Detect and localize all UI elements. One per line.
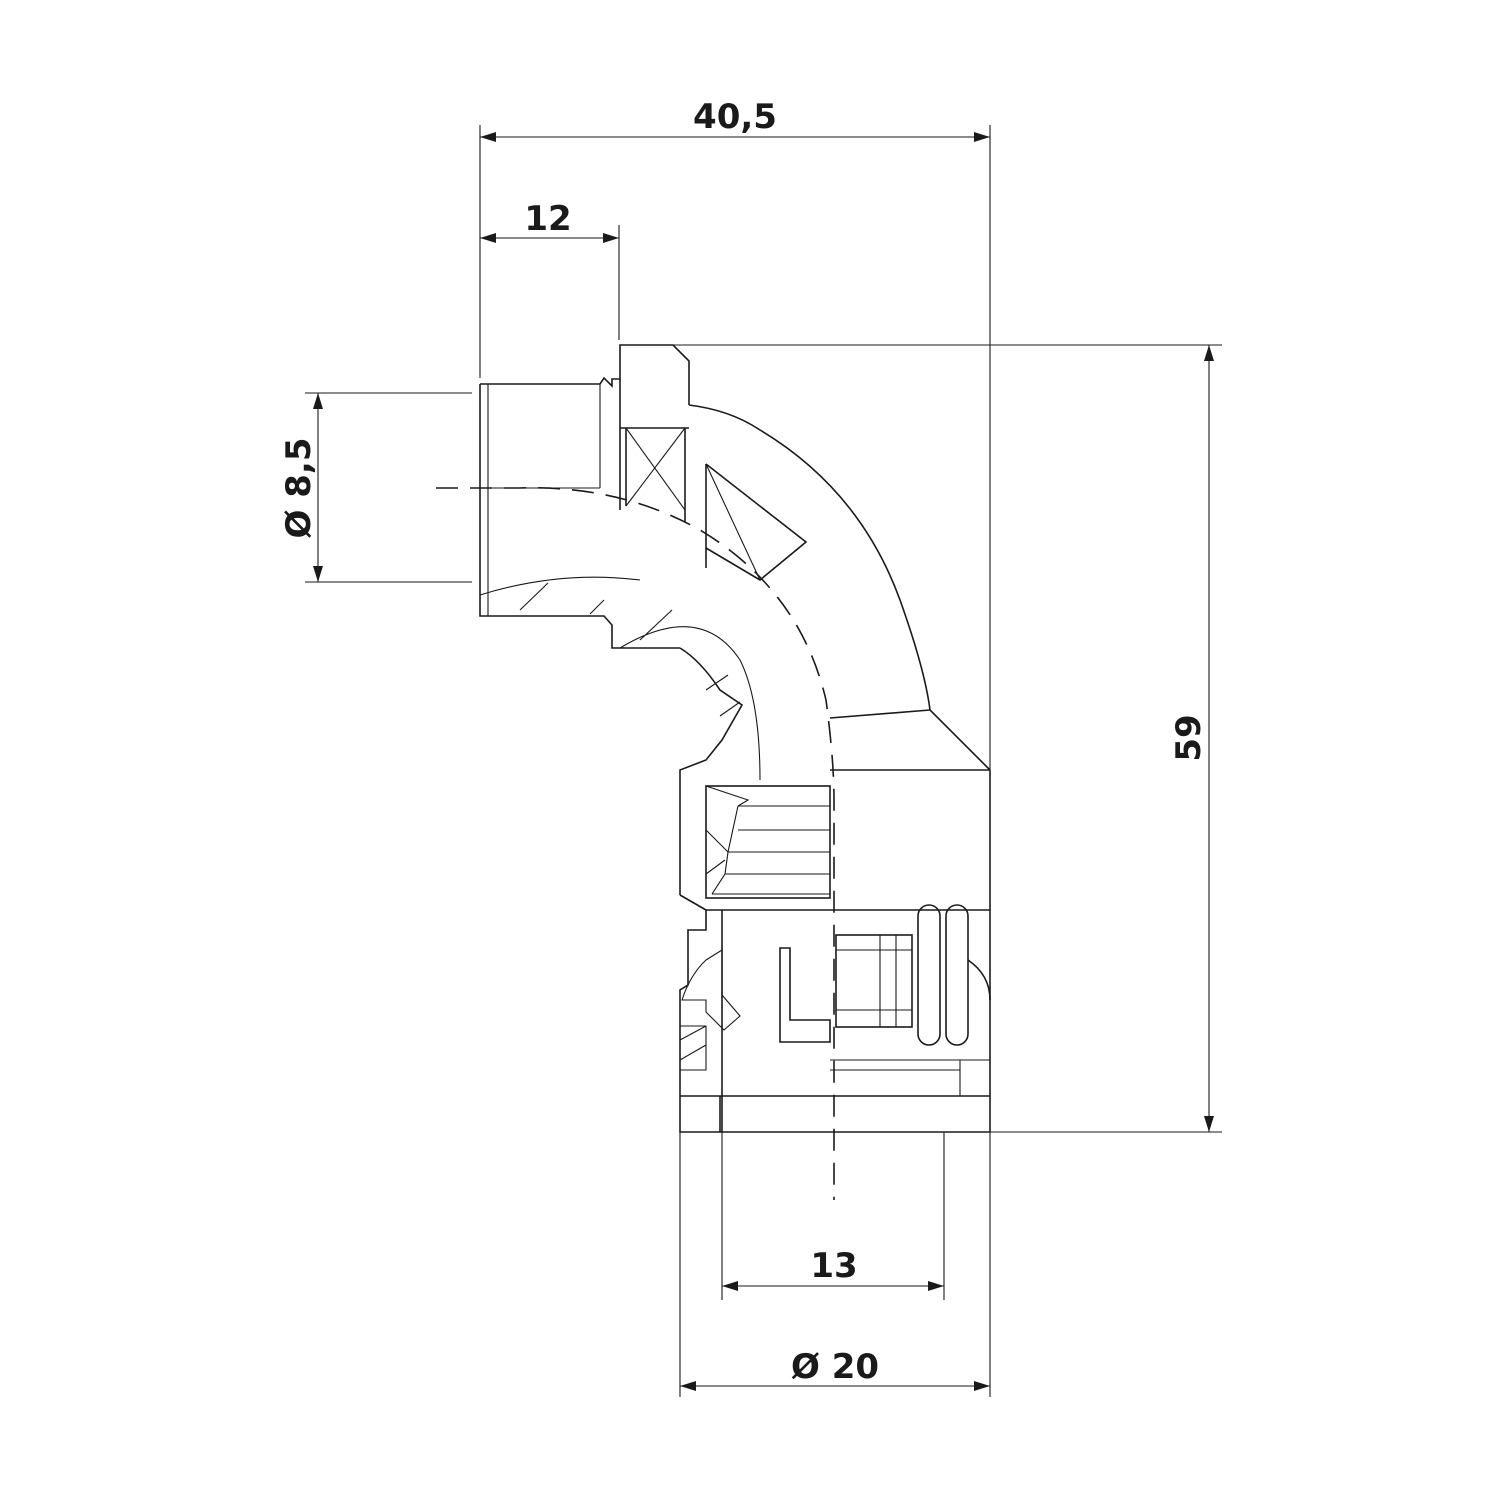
center-lines [436,487,835,1200]
dimension-bore: 13 [721,1132,945,1300]
dim-label-12: 12 [524,199,571,239]
dim-label-59: 59 [1169,714,1209,761]
elbow-fitting-outline [479,344,991,1133]
dim-label-diameter-8-5: Ø 8,5 [279,438,319,539]
dimension-height: 59 [673,344,1222,1133]
dimension-thread-diameter: Ø 8,5 [279,392,472,583]
dimension-overall-width: 40,5 [479,97,991,770]
dim-label-13: 13 [810,1246,857,1286]
dim-label-40-5: 40,5 [693,97,777,137]
dimension-thread-length: 12 [480,199,620,340]
dimension-outer-diameter: Ø 20 [679,1132,991,1397]
dim-label-diameter-20: Ø 20 [791,1347,879,1387]
